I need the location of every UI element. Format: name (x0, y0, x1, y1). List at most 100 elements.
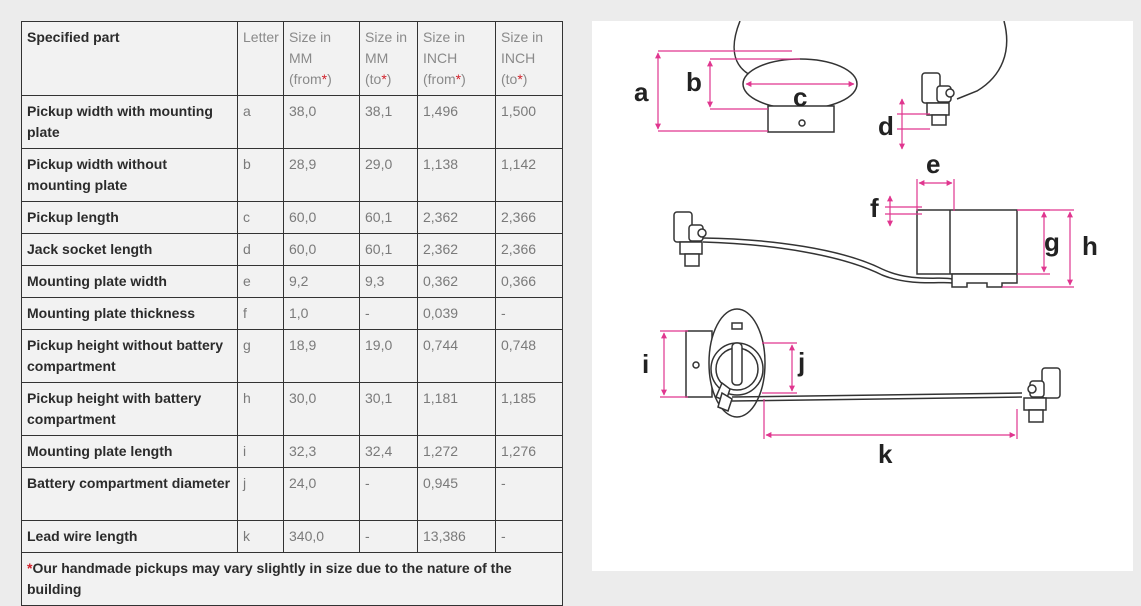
footnote-cell: *Our handmade pickups may vary slightly … (21, 552, 563, 606)
label-i: i (642, 349, 649, 379)
loop-wire-left (733, 21, 753, 77)
jack-socket-top (921, 72, 955, 126)
cell-inch-to: 1,276 (495, 435, 563, 468)
cell-mm-to: 9,3 (359, 265, 418, 298)
cell-mm-from: 32,3 (283, 435, 360, 468)
cell-mm-to: - (359, 297, 418, 330)
header-mm-to-asterisk: * (381, 71, 387, 87)
table-row: Battery compartment diameter j 24,0 - 0,… (21, 467, 563, 521)
label-d: d (878, 111, 894, 141)
cell-inch-from: 1,496 (417, 95, 496, 149)
table-row: Pickup height without battery compartmen… (21, 329, 563, 383)
table-row: Pickup width with mounting plate a 38,0 … (21, 95, 563, 149)
header-inch-from: Size in INCH (from*) (417, 21, 496, 96)
cell-inch-to: 2,366 (495, 233, 563, 266)
header-inch-from-close: ) (461, 71, 466, 87)
cell-inch-from: 0,039 (417, 297, 496, 330)
table-header-row: Specified part Letter Size in MM (from*)… (21, 21, 563, 96)
header-inch-from-asterisk: * (455, 71, 462, 87)
cell-inch-from: 13,386 (417, 520, 496, 553)
cell-part: Pickup length (21, 201, 238, 234)
cell-mm-from: 60,0 (283, 233, 360, 266)
cell-inch-to: 0,366 (495, 265, 563, 298)
pickup-dimension-diagram: a b c d e f g h (592, 21, 1133, 571)
cell-inch-to: - (495, 297, 563, 330)
cell-mm-to: 38,1 (359, 95, 418, 149)
header-inch-from-text: Size in INCH (from (423, 29, 466, 87)
cell-letter: d (237, 233, 284, 266)
footnote-asterisk: * (27, 560, 33, 576)
table-row: Mounting plate length i 32,3 32,4 1,272 … (21, 435, 563, 468)
cell-part: Mounting plate length (21, 435, 238, 468)
side-view-pickup (673, 209, 1018, 288)
table-footnote-row: *Our handmade pickups may vary slightly … (21, 552, 563, 606)
cell-inch-from: 0,362 (417, 265, 496, 298)
cell-mm-from: 9,2 (283, 265, 360, 298)
cell-part: Pickup width without mounting plate (21, 148, 238, 202)
cell-inch-to: 1,142 (495, 148, 563, 202)
label-g: g (1044, 227, 1060, 257)
cell-mm-from: 38,0 (283, 95, 360, 149)
header-mm-from-text: Size in MM (from (289, 29, 332, 87)
label-h: h (1082, 231, 1098, 261)
label-e: e (926, 149, 940, 179)
mounting-plate-bottom (767, 105, 835, 133)
top-view-pickup (733, 21, 1008, 133)
cell-letter: f (237, 297, 284, 330)
cell-inch-to: 2,366 (495, 201, 563, 234)
cell-inch-to: 1,500 (495, 95, 563, 149)
cell-mm-to: 32,4 (359, 435, 418, 468)
header-inch-to-close: ) (522, 71, 528, 87)
cell-letter: c (237, 201, 284, 234)
dim-lines-bottom (660, 330, 1018, 439)
cell-part: Lead wire length (21, 520, 238, 553)
cell-inch-from: 1,138 (417, 148, 496, 202)
cell-mm-from: 340,0 (283, 520, 360, 553)
cell-mm-from: 28,9 (283, 148, 360, 202)
cell-inch-to: 0,748 (495, 329, 563, 383)
cell-inch-from: 2,362 (417, 233, 496, 266)
cell-part: Pickup height with battery compartment (21, 382, 238, 436)
header-mm-from: Size in MM (from*) (283, 21, 360, 96)
cell-inch-from: 1,272 (417, 435, 496, 468)
label-k: k (878, 439, 893, 469)
cell-inch-to: - (495, 520, 563, 553)
dim-lines-top (655, 50, 930, 150)
cell-part: Jack socket length (21, 233, 238, 266)
header-specified-part: Specified part (21, 21, 238, 96)
cell-mm-to: 30,1 (359, 382, 418, 436)
cell-inch-from: 1,181 (417, 382, 496, 436)
cell-inch-from: 0,744 (417, 329, 496, 383)
cell-letter: i (237, 435, 284, 468)
cell-mm-to: 60,1 (359, 233, 418, 266)
cell-mm-from: 60,0 (283, 201, 360, 234)
dimensions-table-container: Specified part Letter Size in MM (from*)… (21, 21, 563, 606)
table-row: Jack socket length d 60,0 60,1 2,362 2,3… (21, 233, 563, 266)
cell-letter: e (237, 265, 284, 298)
cell-letter: h (237, 382, 284, 436)
cell-mm-to: - (359, 520, 418, 553)
footnote-text: Our handmade pickups may vary slightly i… (27, 560, 512, 597)
cell-letter: k (237, 520, 284, 553)
header-inch-to-asterisk: * (517, 71, 523, 87)
label-j: j (797, 347, 805, 377)
label-f: f (870, 193, 879, 223)
label-c: c (793, 82, 807, 112)
table-row: Pickup length c 60,0 60,1 2,362 2,366 (21, 201, 563, 234)
cell-mm-from: 18,9 (283, 329, 360, 383)
header-mm-from-close: ) (327, 71, 332, 87)
cell-mm-to: 19,0 (359, 329, 418, 383)
cell-inch-from: 2,362 (417, 201, 496, 234)
diagram-svg: a b c d e f g h (634, 21, 1098, 469)
cell-part: Pickup height without battery compartmen… (21, 329, 238, 383)
bottom-view-pickup (685, 308, 1061, 423)
cell-letter: j (237, 467, 284, 521)
header-letter: Letter (237, 21, 284, 96)
cell-inch-from: 0,945 (417, 467, 496, 521)
header-inch-to-text: Size in INCH (to (501, 29, 544, 87)
cell-part: Pickup width with mounting plate (21, 95, 238, 149)
table-row: Pickup height with battery compartment h… (21, 382, 563, 436)
cell-inch-to: - (495, 467, 563, 521)
header-mm-to: Size in MM (to*) (359, 21, 418, 96)
label-b: b (686, 67, 702, 97)
